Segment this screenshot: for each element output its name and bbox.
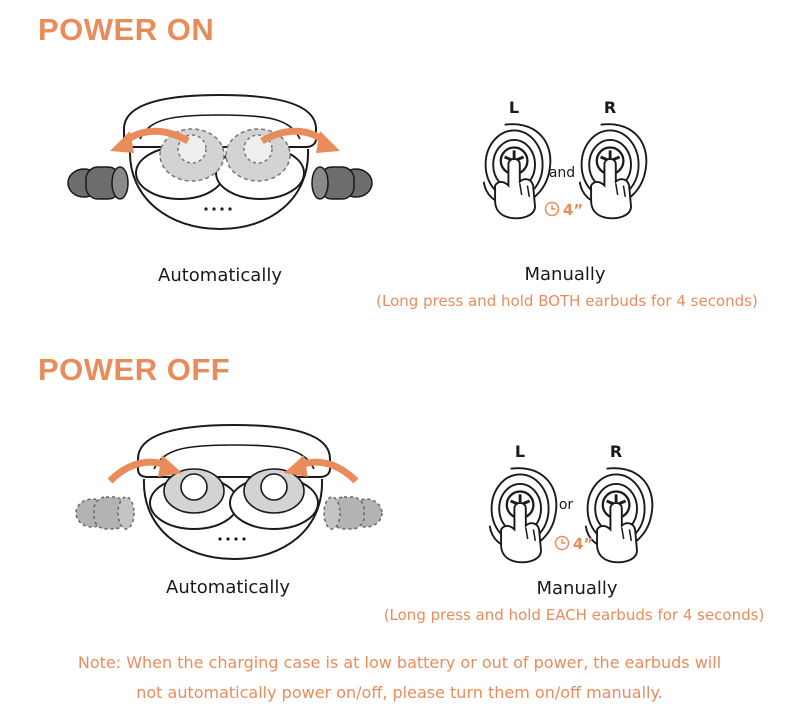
- power-on-auto-illustration: [67, 94, 373, 230]
- left-earbud-ghost-outside-icon: [75, 496, 135, 530]
- left-earbud-in-case-icon: [163, 468, 225, 514]
- power-off-connector: or: [559, 497, 574, 513]
- right-earbud-in-case-icon: [243, 468, 305, 514]
- power-off-auto-caption: Automatically: [166, 577, 290, 598]
- timer-icon: [544, 201, 560, 217]
- power-off-right-label: R: [610, 442, 622, 461]
- power-on-auto-caption: Automatically: [158, 265, 282, 286]
- power-off-manual-illustration: L R or 4”: [488, 442, 654, 564]
- right-earbud-press-icon: [578, 122, 648, 220]
- footer-note-line-2: not automatically power on/off, please t…: [136, 683, 663, 702]
- power-off-title: POWER OFF: [38, 352, 231, 387]
- power-on-manual-detail: (Long press and hold BOTH earbuds for 4 …: [376, 292, 758, 310]
- power-off-timer: 4”: [573, 535, 593, 553]
- power-off-auto-illustration: [75, 424, 383, 560]
- footer-note: Note: When the charging case is at low b…: [0, 648, 799, 708]
- power-on-title: POWER ON: [38, 12, 215, 47]
- right-earbud-press-off-icon: [584, 466, 654, 564]
- left-earbud-press-icon: [482, 122, 552, 220]
- footer-note-line-1: Note: When the charging case is at low b…: [77, 653, 722, 672]
- power-off-left-label: L: [515, 442, 525, 461]
- power-off-manual-detail: (Long press and hold EACH earbuds for 4 …: [383, 606, 765, 624]
- power-on-manual-caption: Manually: [524, 264, 606, 285]
- power-on-connector: and: [549, 165, 575, 181]
- power-on-right-label: R: [604, 98, 616, 117]
- power-off-manual-caption: Manually: [536, 578, 618, 599]
- right-earbud-icon: [311, 166, 373, 200]
- left-earbud-ghost-icon: [159, 128, 225, 182]
- left-earbud-press-off-icon: [488, 466, 558, 564]
- power-on-left-label: L: [509, 98, 519, 117]
- left-earbud-icon: [67, 166, 129, 200]
- right-earbud-ghost-outside-icon: [323, 496, 383, 530]
- right-earbud-ghost-icon: [225, 128, 291, 182]
- power-on-timer: 4”: [563, 201, 583, 219]
- power-on-manual-illustration: L R and 4”: [482, 98, 648, 220]
- timer-off-icon: [554, 535, 570, 551]
